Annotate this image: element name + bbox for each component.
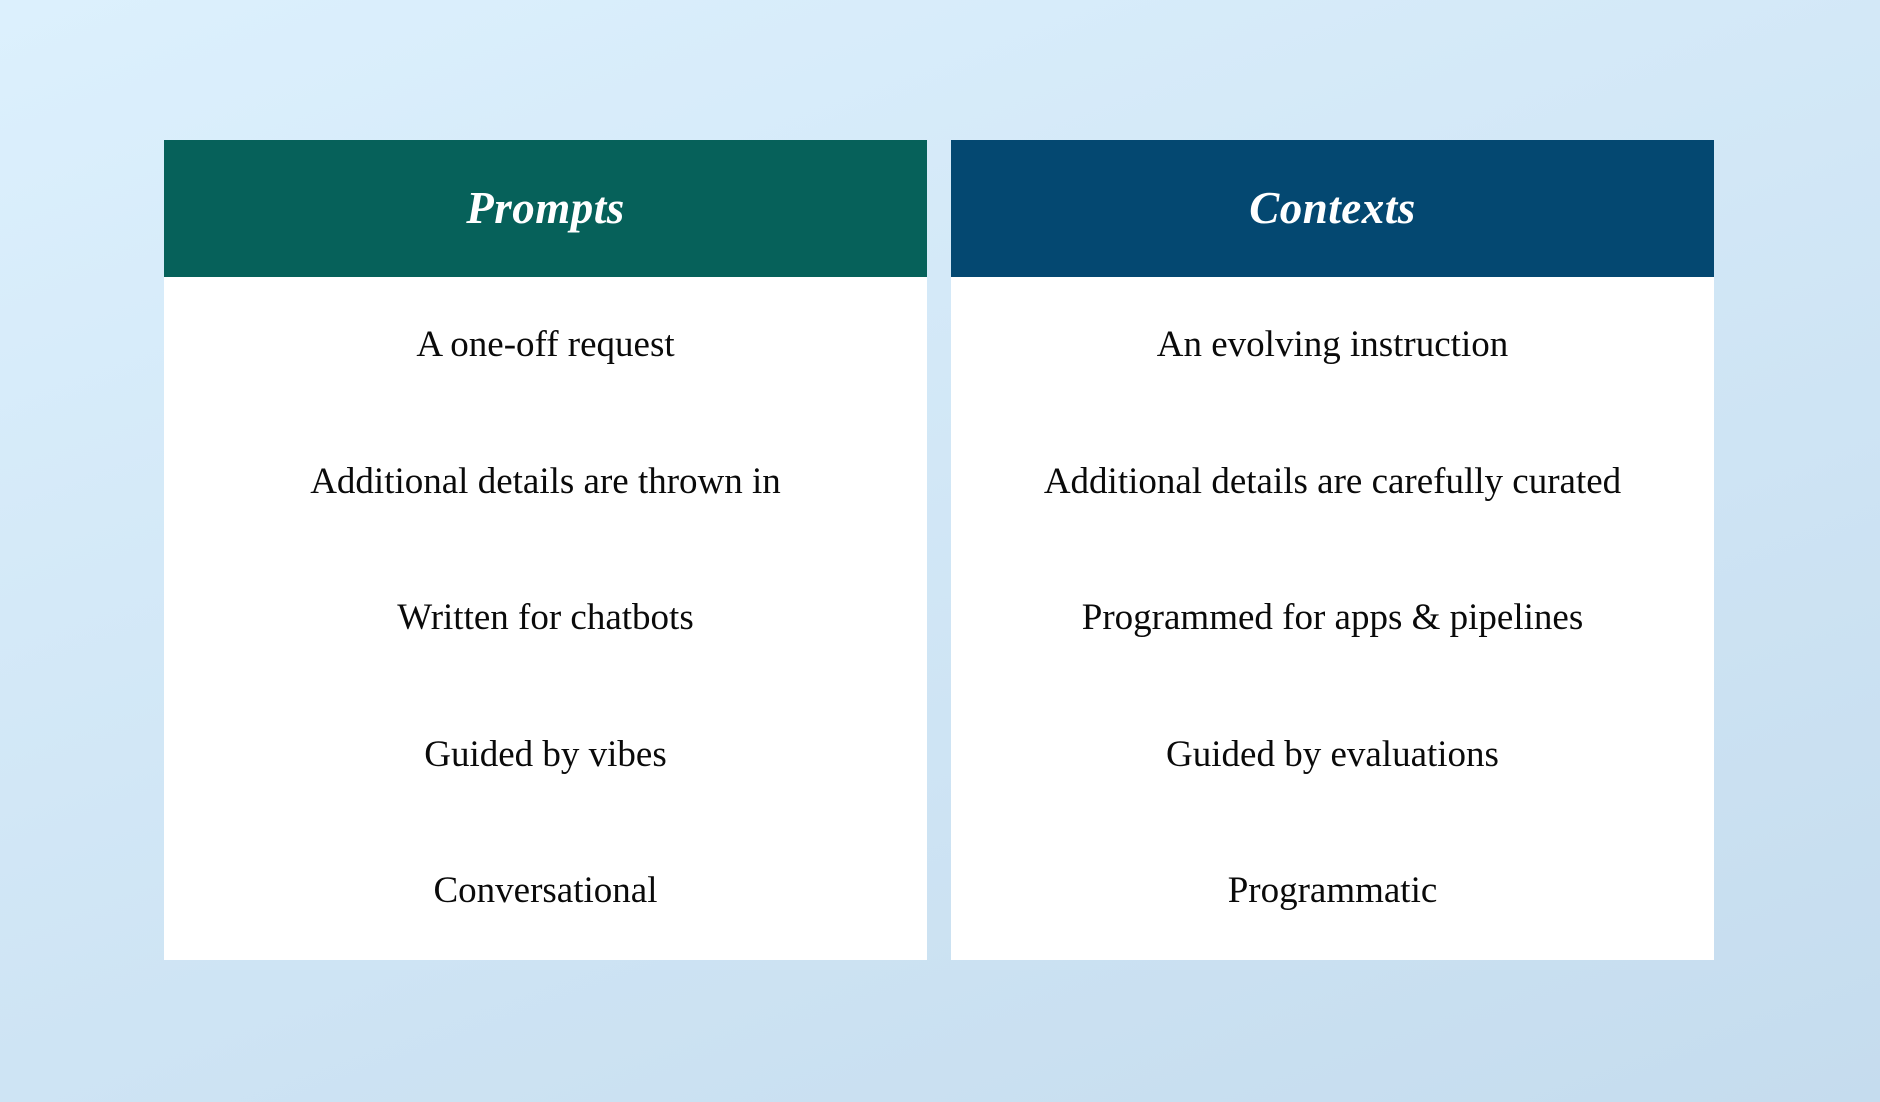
row-text: Guided by evaluations — [1166, 733, 1499, 775]
row-text: Guided by vibes — [424, 733, 667, 775]
column-contexts: Contexts An evolving instruction Additio… — [951, 140, 1714, 960]
list-item: Programmatic — [951, 823, 1714, 960]
list-item: Additional details are carefully curated — [951, 414, 1714, 551]
row-text: A one-off request — [416, 324, 675, 366]
comparison-table: Prompts A one-off request Additional det… — [164, 140, 1714, 960]
column-body-prompts: A one-off request Additional details are… — [164, 277, 927, 960]
list-item: Conversational — [164, 823, 927, 960]
row-text: Additional details are thrown in — [310, 460, 781, 502]
row-text: An evolving instruction — [1156, 324, 1509, 366]
list-item: Guided by vibes — [164, 687, 927, 824]
column-title-prompts: Prompts — [466, 183, 625, 233]
column-header-prompts: Prompts — [164, 140, 927, 277]
list-item: Programmed for apps & pipelines — [951, 550, 1714, 687]
column-header-contexts: Contexts — [951, 140, 1714, 277]
list-item: Written for chatbots — [164, 550, 927, 687]
list-item: An evolving instruction — [951, 277, 1714, 414]
row-text: Conversational — [433, 870, 658, 912]
column-body-contexts: An evolving instruction Additional detai… — [951, 277, 1714, 960]
list-item: Additional details are thrown in — [164, 414, 927, 551]
list-item: Guided by evaluations — [951, 687, 1714, 824]
column-title-contexts: Contexts — [1249, 183, 1416, 233]
column-prompts: Prompts A one-off request Additional det… — [164, 140, 927, 960]
list-item: A one-off request — [164, 277, 927, 414]
row-text: Programmed for apps & pipelines — [1081, 597, 1584, 639]
row-text: Programmatic — [1227, 870, 1438, 912]
row-text: Additional details are carefully curated — [1043, 460, 1622, 502]
row-text: Written for chatbots — [397, 597, 694, 639]
